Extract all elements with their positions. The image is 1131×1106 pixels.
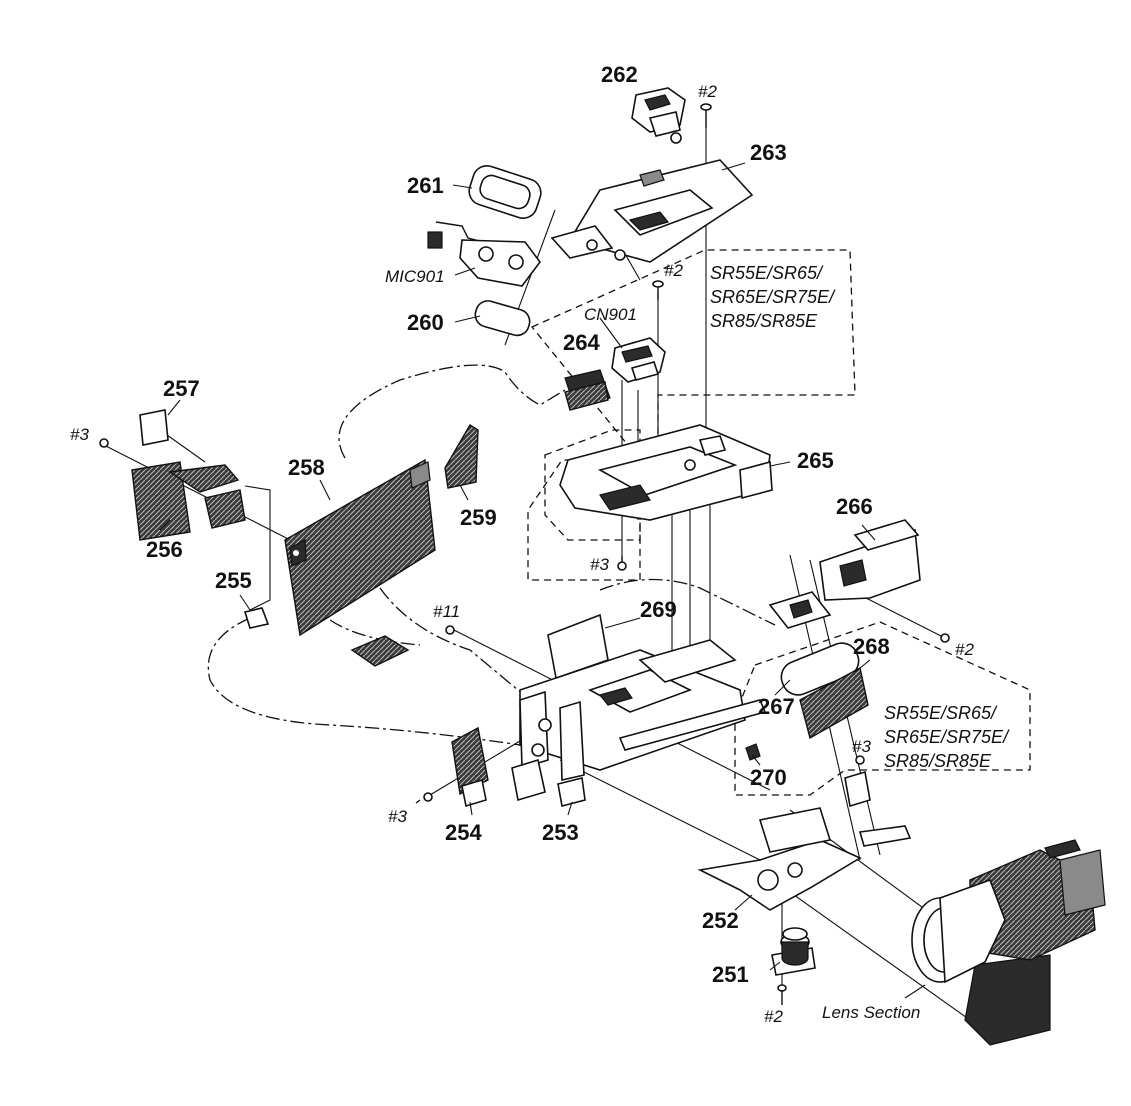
part-label-257: 257: [163, 376, 200, 401]
svg-text:SR65E/SR75E/: SR65E/SR75E/: [710, 287, 836, 307]
screw-label-11: #11: [433, 602, 460, 621]
svg-text:SR55E/SR65/: SR55E/SR65/: [710, 263, 824, 283]
part-label-266: 266: [836, 494, 873, 519]
part-label-269: 269: [640, 597, 677, 622]
mic901-label: MIC901: [385, 267, 445, 286]
svg-text:SR65E/SR75E/: SR65E/SR75E/: [884, 727, 1010, 747]
screw-label-3-mid: #3: [590, 555, 609, 574]
upper-variant-inner-box: [544, 429, 641, 541]
screw-label-2-right: #2: [955, 640, 974, 659]
screw-2-mid-icon: [652, 280, 664, 300]
screw-11-icon: [445, 625, 455, 635]
part-263-top-plate: [550, 159, 754, 263]
svg-text:SR55E/SR65/: SR55E/SR65/: [884, 703, 998, 723]
part-267-lens-cover: [780, 642, 860, 696]
part-label-254: 254: [445, 820, 482, 845]
part-label-258: 258: [288, 455, 325, 480]
part-label-252: 252: [702, 908, 739, 933]
part-261-gasket: [468, 165, 542, 219]
part-255-clip: [243, 607, 270, 629]
connector-pad: [350, 635, 410, 667]
screw-label-3-bottom: #3: [388, 807, 407, 826]
part-label-251: 251: [712, 962, 749, 987]
part-label-256: 256: [146, 537, 183, 562]
lower-model-list: SR55E/SR65/ SR65E/SR75E/ SR85/SR85E: [884, 703, 1010, 771]
screw-label-3-right: #3: [852, 737, 871, 756]
part-label-267: 267: [758, 694, 795, 719]
part-251-motor: [771, 927, 816, 976]
screw-2-right-icon: [940, 633, 950, 643]
lower-variant-dashed-box: [734, 621, 1031, 796]
part-262-bracket: [631, 87, 686, 144]
part-265-frame: [559, 424, 773, 521]
part-label-268: 268: [853, 634, 890, 659]
cn901-label: CN901: [584, 305, 637, 324]
part-label-255: 255: [215, 568, 252, 593]
screw-3-right-icon: [855, 755, 865, 765]
cable-route-main: [338, 364, 566, 459]
part-268-board: [799, 666, 869, 740]
part-label-262: 262: [601, 62, 638, 87]
part-254-bracket: [451, 726, 489, 808]
screw-label-2-mid: #2: [664, 261, 683, 280]
screw-3-left-icon: [99, 438, 109, 448]
cable-route-connector: [329, 619, 421, 646]
cn901-connector: [611, 337, 666, 383]
part-258-main-board: [284, 458, 436, 637]
part-256-shield: [131, 461, 246, 541]
part-264-bracket: [564, 369, 611, 411]
part-259-board: [444, 424, 479, 489]
part-label-270: 270: [750, 765, 787, 790]
part-label-260: 260: [407, 310, 444, 335]
small-clip-right: [844, 770, 871, 808]
part-252-base-plate: [697, 807, 912, 911]
svg-text:SR85/SR85E: SR85/SR85E: [884, 751, 992, 771]
screw-label-2-bottom: #2: [764, 1007, 783, 1026]
screw-3-bottom-icon: [415, 792, 433, 804]
part-260-mic-cover: [474, 300, 531, 337]
part-label-261: 261: [407, 173, 444, 198]
part-label-263: 263: [750, 140, 787, 165]
part-270-screw: [745, 743, 761, 761]
part-266-unit: [768, 519, 921, 629]
lens-section-label: Lens Section: [822, 1003, 920, 1022]
screw-label-3-left: #3: [70, 425, 89, 444]
leader-lines: [159, 162, 926, 999]
mic901-microphone: [427, 221, 541, 287]
upper-model-list: SR55E/SR65/ SR65E/SR75E/ SR85/SR85E: [710, 263, 836, 331]
part-label-253: 253: [542, 820, 579, 845]
part-269-chassis: [519, 613, 767, 781]
screw-2-bottom-icon: [777, 984, 787, 1005]
part-label-259: 259: [460, 505, 497, 530]
lens-section: [911, 839, 1106, 1046]
cable-route-left-loop: [207, 617, 521, 746]
part-label-265: 265: [797, 448, 834, 473]
screw-label-2-top: #2: [698, 82, 717, 101]
part-label-264: 264: [563, 330, 600, 355]
svg-text:SR85/SR85E: SR85/SR85E: [710, 311, 818, 331]
screw-3-mid-icon: [617, 556, 627, 571]
part-257-sheet: [139, 409, 169, 446]
part-253-bracket: [511, 758, 586, 807]
screw-2-top-icon: [700, 103, 712, 128]
cable-route-lower: [379, 578, 776, 701]
